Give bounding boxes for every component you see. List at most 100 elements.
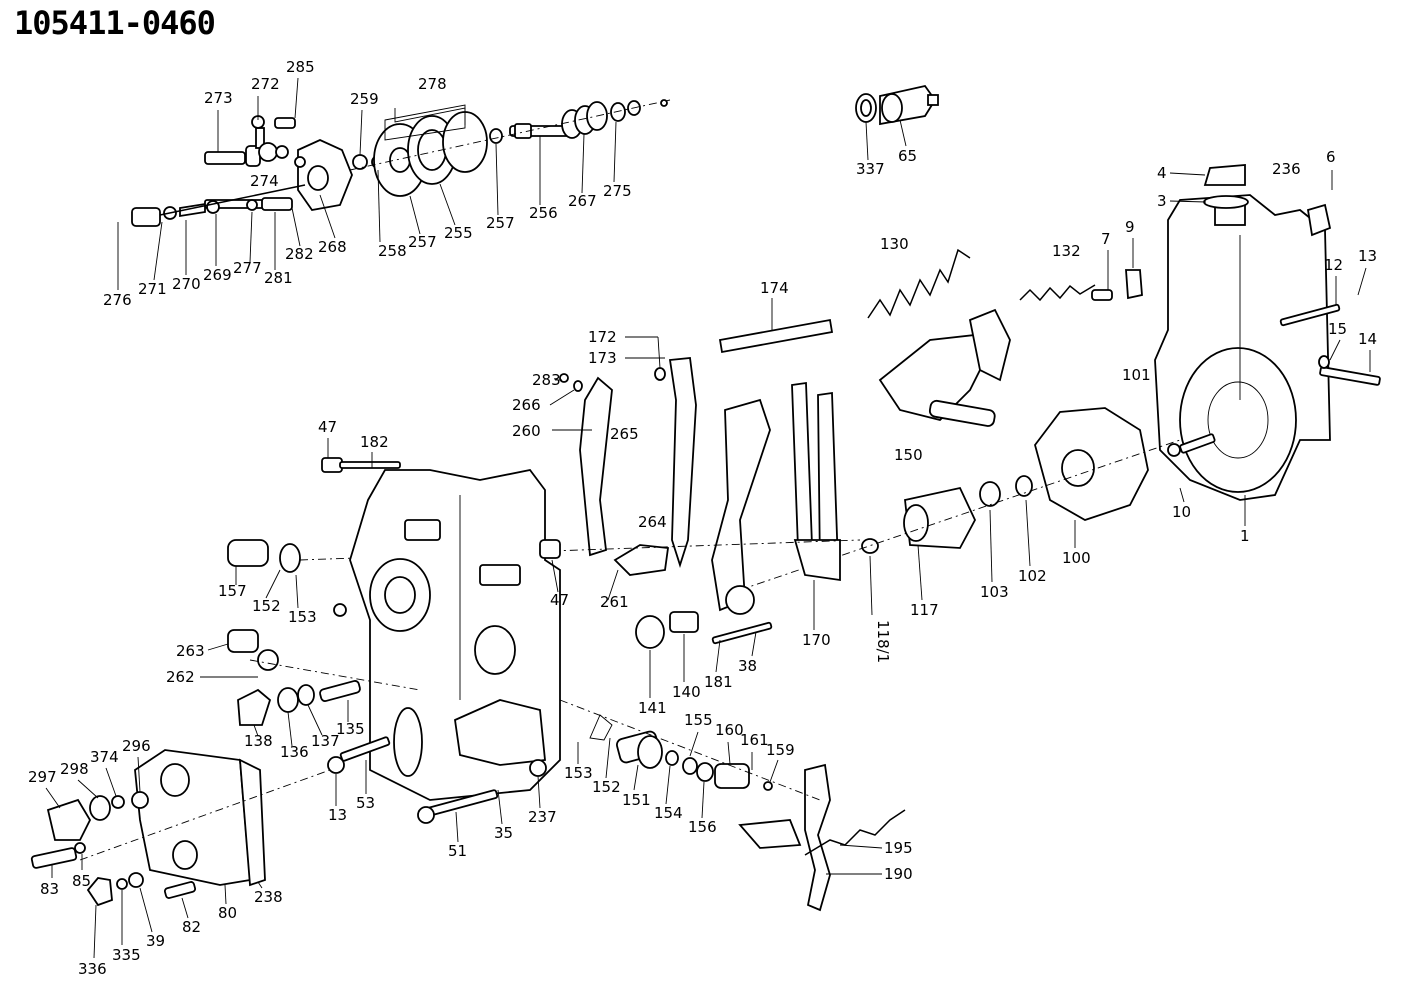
governor-housing bbox=[1154, 164, 1381, 501]
callout-266: 266 bbox=[512, 396, 541, 414]
callout-170: 170 bbox=[802, 631, 831, 649]
callout-150: 150 bbox=[894, 446, 923, 464]
callout-10: 10 bbox=[1172, 503, 1191, 521]
callout-83: 83 bbox=[40, 880, 59, 898]
callout-140: 140 bbox=[672, 683, 701, 701]
callout-85: 85 bbox=[72, 872, 91, 890]
callout-103: 103 bbox=[980, 583, 1009, 601]
callout-257: 257 bbox=[408, 233, 437, 251]
callout-12: 12 bbox=[1324, 256, 1343, 274]
callout-297: 297 bbox=[28, 768, 57, 786]
front-cover-assembly bbox=[30, 749, 331, 907]
callout-14: 14 bbox=[1358, 330, 1377, 348]
callout-159: 159 bbox=[766, 741, 795, 759]
callout-278: 278 bbox=[418, 75, 447, 93]
callout-35: 35 bbox=[494, 824, 513, 842]
callout-82: 82 bbox=[182, 918, 201, 936]
callout-137: 137 bbox=[311, 732, 340, 750]
bottom-fittings bbox=[417, 699, 906, 912]
callout-285: 285 bbox=[286, 58, 315, 76]
callout-39: 39 bbox=[146, 932, 165, 950]
callout-272: 272 bbox=[251, 75, 280, 93]
callout-271: 271 bbox=[138, 280, 167, 298]
callout-13: 13 bbox=[1358, 247, 1377, 265]
callout-275: 275 bbox=[603, 182, 632, 200]
callout-157: 157 bbox=[218, 582, 247, 600]
callout-258: 258 bbox=[378, 242, 407, 260]
callout-282: 282 bbox=[285, 245, 314, 263]
callout-47b: 47 bbox=[550, 591, 569, 609]
callout-155: 155 bbox=[684, 711, 713, 729]
callout-259: 259 bbox=[350, 90, 379, 108]
callout-265: 265 bbox=[610, 425, 639, 443]
callout-172: 172 bbox=[588, 328, 617, 346]
callout-281: 281 bbox=[264, 269, 293, 287]
callout-296: 296 bbox=[122, 737, 151, 755]
callout-47: 47 bbox=[318, 418, 337, 436]
callout-15: 15 bbox=[1328, 320, 1347, 338]
callout-101: 101 bbox=[1122, 366, 1151, 384]
callout-181: 181 bbox=[704, 673, 733, 691]
callout-53: 53 bbox=[356, 794, 375, 812]
callout-238: 238 bbox=[254, 888, 283, 906]
callout-236: 236 bbox=[1272, 160, 1301, 178]
callout-261: 261 bbox=[600, 593, 629, 611]
callout-182: 182 bbox=[360, 433, 389, 451]
callout-1: 1 bbox=[1240, 527, 1250, 545]
callout-255: 255 bbox=[444, 224, 473, 242]
diaphragm-assembly bbox=[349, 99, 671, 197]
callout-151: 151 bbox=[622, 791, 651, 809]
governor-cover-assembly bbox=[131, 115, 353, 227]
callout-277: 277 bbox=[233, 259, 262, 277]
callout-260: 260 bbox=[512, 422, 541, 440]
callout-336: 336 bbox=[78, 960, 107, 978]
callout-257b: 257 bbox=[486, 214, 515, 232]
callout-135: 135 bbox=[336, 720, 365, 738]
link-levers bbox=[299, 318, 861, 649]
bushing-65 bbox=[855, 84, 939, 126]
pump-housing bbox=[321, 457, 561, 801]
callout-153b: 153 bbox=[564, 764, 593, 782]
callout-118-1: 118/1 bbox=[874, 620, 892, 663]
callout-262: 262 bbox=[166, 668, 195, 686]
callout-160: 160 bbox=[715, 721, 744, 739]
callout-335: 335 bbox=[112, 946, 141, 964]
callout-298: 298 bbox=[60, 760, 89, 778]
leader-lines bbox=[45, 77, 1371, 959]
callout-9: 9 bbox=[1125, 218, 1135, 236]
callout-38: 38 bbox=[738, 657, 757, 675]
callout-274: 274 bbox=[250, 172, 279, 190]
callout-264: 264 bbox=[638, 513, 667, 531]
callout-labels: 273 272 285 259 278 274 276 271 270 269 … bbox=[28, 58, 1377, 978]
callout-65: 65 bbox=[898, 147, 917, 165]
callout-51: 51 bbox=[448, 842, 467, 860]
callout-268: 268 bbox=[318, 238, 347, 256]
callout-161: 161 bbox=[740, 731, 769, 749]
callout-152b: 152 bbox=[592, 778, 621, 796]
callout-156: 156 bbox=[688, 818, 717, 836]
callout-173: 173 bbox=[588, 349, 617, 367]
left-fittings bbox=[227, 539, 421, 774]
callout-337: 337 bbox=[856, 160, 885, 178]
callout-190: 190 bbox=[884, 865, 913, 883]
callout-80: 80 bbox=[218, 904, 237, 922]
callout-273: 273 bbox=[204, 89, 233, 107]
callout-263: 263 bbox=[176, 642, 205, 660]
callout-130: 130 bbox=[880, 235, 909, 253]
callout-269: 269 bbox=[203, 266, 232, 284]
callout-102: 102 bbox=[1018, 567, 1047, 585]
callout-270: 270 bbox=[172, 275, 201, 293]
callout-141: 141 bbox=[638, 699, 667, 717]
callout-174: 174 bbox=[760, 279, 789, 297]
callout-13b: 13 bbox=[328, 806, 347, 824]
callout-138: 138 bbox=[244, 732, 273, 750]
callout-132: 132 bbox=[1052, 242, 1081, 260]
callout-4: 4 bbox=[1157, 164, 1167, 182]
callout-276: 276 bbox=[103, 291, 132, 309]
callout-283: 283 bbox=[532, 371, 561, 389]
callout-154: 154 bbox=[654, 804, 683, 822]
callout-237: 237 bbox=[528, 808, 557, 826]
callout-152: 152 bbox=[252, 597, 281, 615]
callout-136: 136 bbox=[280, 743, 309, 761]
